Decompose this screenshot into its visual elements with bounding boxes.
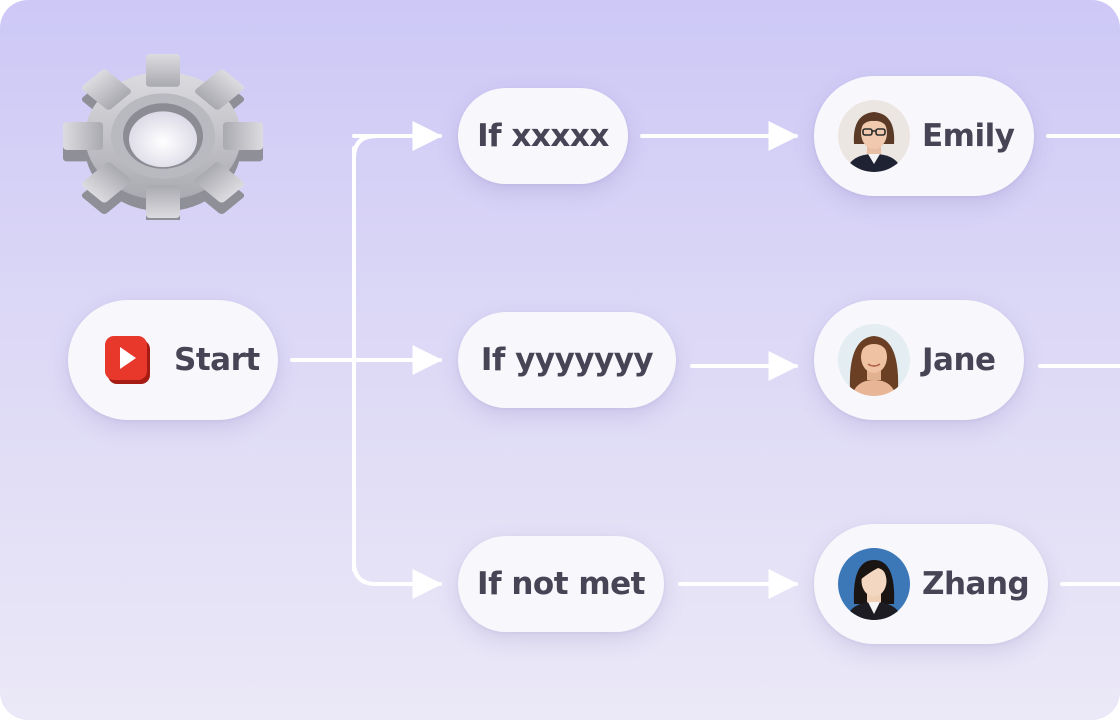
assignee-name: Emily — [922, 118, 1015, 154]
connector-to-condition-1 — [352, 121, 443, 160]
assignee-name: Zhang — [922, 566, 1030, 602]
play-icon — [105, 336, 150, 384]
connector-to-condition-3 — [352, 560, 443, 599]
avatar-icon — [838, 548, 910, 620]
condition-label: If xxxxx — [477, 118, 609, 154]
gear-icon — [63, 54, 263, 220]
avatar-icon — [838, 324, 910, 396]
assignee-node-jane[interactable]: Jane — [814, 300, 1024, 420]
start-label: Start — [174, 342, 260, 378]
start-node[interactable]: Start — [68, 300, 278, 420]
condition-node-2[interactable]: If yyyyyyy — [458, 312, 676, 408]
connector-branch-trunk — [352, 134, 378, 572]
assignee-name: Jane — [922, 342, 996, 378]
assignee-node-emily[interactable]: Emily — [814, 76, 1034, 196]
avatar-icon — [838, 100, 910, 172]
condition-label: If yyyyyyy — [480, 342, 654, 378]
assignee-node-zhang[interactable]: Zhang — [814, 524, 1048, 644]
condition-node-1[interactable]: If xxxxx — [458, 88, 628, 184]
condition-node-3[interactable]: If not met — [458, 536, 664, 632]
condition-label: If not met — [477, 566, 645, 602]
